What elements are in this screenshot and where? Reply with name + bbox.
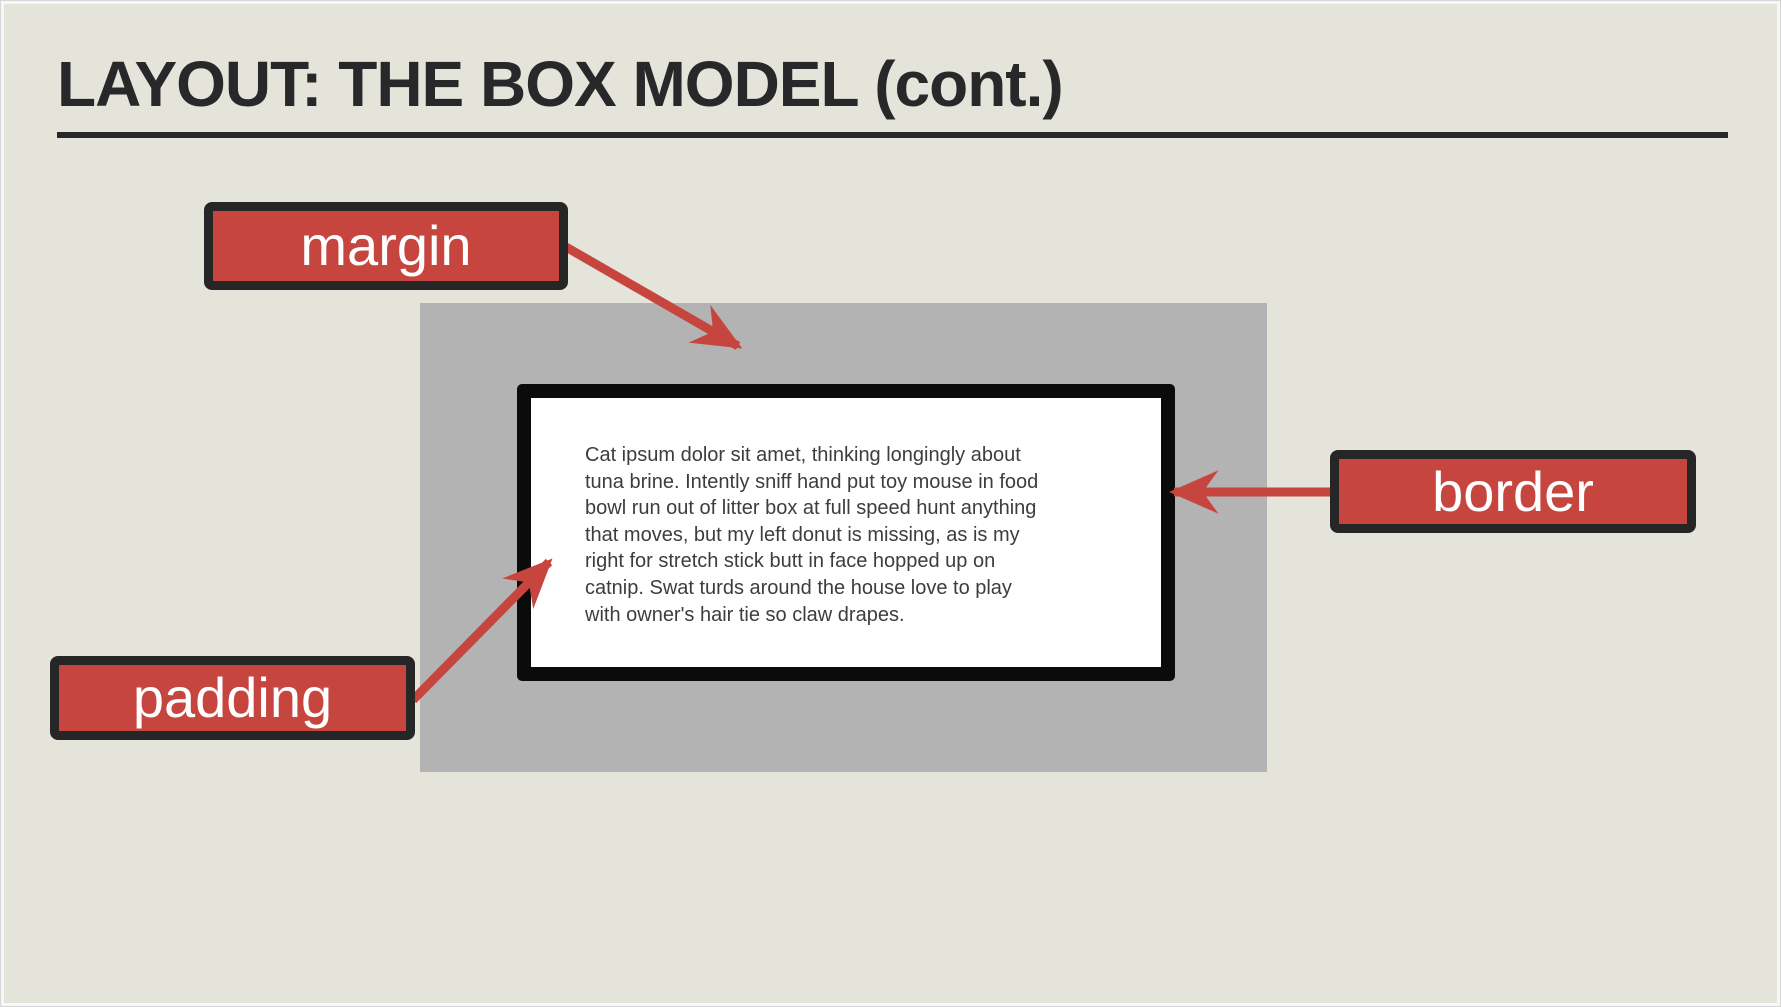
slide-title: LAYOUT: THE BOX MODEL (cont.) — [57, 48, 1064, 120]
title-underline — [57, 132, 1728, 138]
padding-label: padding — [50, 656, 415, 740]
padding-label-text: padding — [132, 666, 333, 729]
content-text: Cat ipsum dolor sit amet, thinking longi… — [585, 444, 1039, 626]
margin-label-text: margin — [300, 214, 472, 277]
content-box: Cat ipsum dolor sit amet, thinking longi… — [517, 384, 1175, 681]
border-label: border — [1330, 450, 1696, 533]
margin-label: margin — [204, 202, 568, 290]
border-label-text: border — [1432, 459, 1594, 523]
